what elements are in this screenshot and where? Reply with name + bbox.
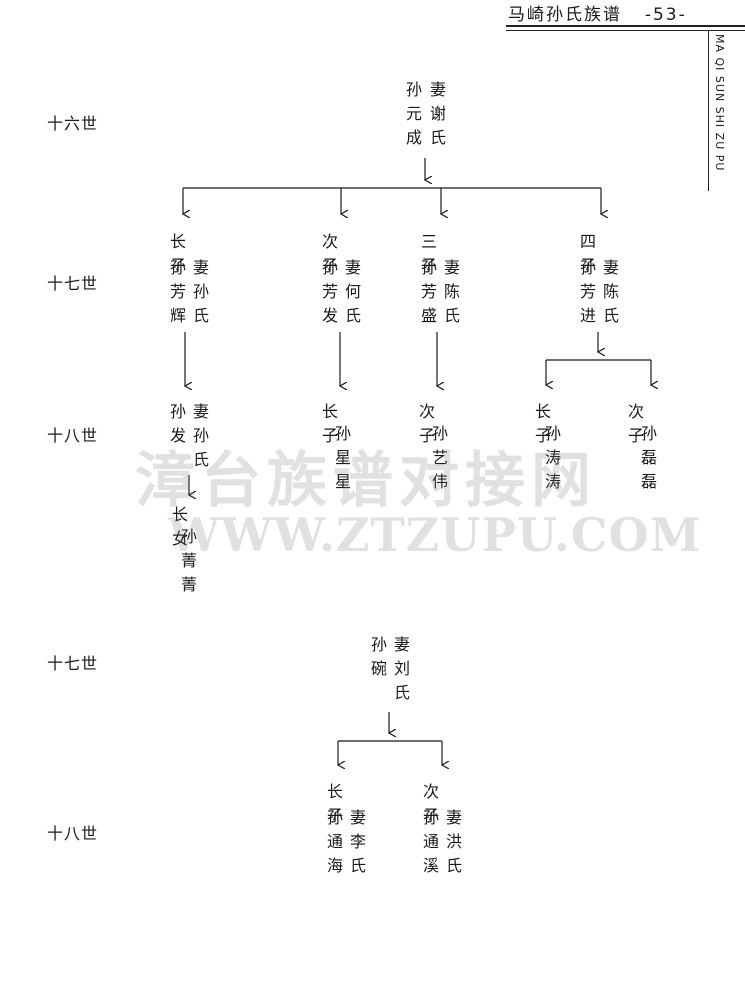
- watermark-url: WWW.ZTZUPU.COM: [168, 508, 702, 562]
- s3-spouse: 妻陈氏: [443, 258, 460, 325]
- gs4b-rank: 次子: [628, 402, 653, 445]
- t1-name: 孙通海: [326, 808, 343, 875]
- header-rule-thin: [506, 30, 745, 31]
- gs4b-name: 孙磊磊: [640, 424, 657, 491]
- t1-rank: 长子: [326, 782, 343, 825]
- gs2-name: 孙星星: [334, 424, 351, 491]
- s1-spouse: 妻孙氏: [192, 258, 209, 325]
- side-rule: [708, 31, 709, 191]
- s2-rank: 次子: [321, 232, 338, 275]
- gs4a-name: 孙涛涛: [544, 424, 561, 491]
- root2-name: 孙碗: [370, 635, 387, 678]
- generation-label-17: 十七世: [47, 274, 99, 293]
- t2-spouse: 妻洪氏: [445, 808, 462, 875]
- gs4a-rank: 长子: [535, 402, 560, 445]
- t2-name: 孙通溪: [422, 808, 439, 875]
- t1-spouse: 妻李氏: [349, 808, 366, 875]
- s2-spouse: 妻何氏: [344, 258, 361, 325]
- generation-label-17-second: 十七世: [47, 654, 99, 673]
- watermark-text: 漳台族谱对接网: [135, 446, 597, 516]
- side-romanization: MA QI SUN SHI ZU PU: [713, 34, 726, 172]
- s4-rank: 四子: [579, 232, 596, 275]
- generation-label-16: 十六世: [47, 114, 99, 133]
- gs1d-rank: 长女: [172, 505, 197, 548]
- gs1d-name: 孙菁菁: [180, 527, 197, 594]
- gs3-rank: 次子: [419, 402, 444, 445]
- s1-rank: 长子: [169, 232, 186, 275]
- book-title: 马崎孙氏族谱: [508, 5, 622, 25]
- generation-label-18: 十八世: [47, 426, 99, 445]
- t2-rank: 次子: [422, 782, 439, 825]
- gs2-rank: 长子: [322, 402, 347, 445]
- s4-spouse: 妻陈氏: [602, 258, 619, 325]
- gs1-spouse: 妻孙氏: [192, 402, 209, 469]
- root2-spouse: 妻刘氏: [393, 635, 410, 702]
- s4-name: 孙芳进: [579, 258, 596, 325]
- gs3-name: 孙艺伟: [431, 424, 448, 491]
- page-number: -53-: [644, 5, 687, 25]
- gs1-name: 孙发: [169, 402, 186, 445]
- root-name: 孙元成: [405, 80, 422, 147]
- s3-rank: 三子: [420, 232, 437, 275]
- generation-label-18-second: 十八世: [47, 824, 99, 843]
- s1-name: 孙芳辉: [169, 258, 186, 325]
- s3-name: 孙芳盛: [420, 258, 437, 325]
- header-rule: [506, 25, 745, 27]
- page-header: 马崎孙氏族谱 -53-: [508, 0, 687, 25]
- s2-name: 孙芳发: [321, 258, 338, 325]
- root-spouse: 妻谢氏: [429, 80, 446, 147]
